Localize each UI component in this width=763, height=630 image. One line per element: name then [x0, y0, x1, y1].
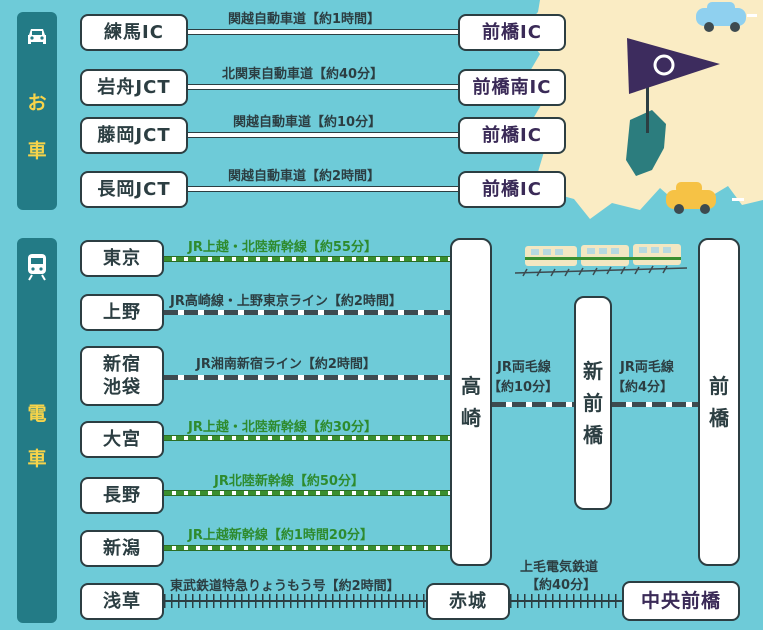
car-road-line	[188, 186, 458, 192]
hub-char: 橋	[583, 423, 603, 447]
hub-char: 崎	[461, 406, 481, 430]
train-origin-omiya: 大宮	[80, 421, 164, 458]
ryomo-line-label-2: JR両毛線	[620, 360, 674, 375]
conventional-line	[164, 375, 450, 380]
car-road-label: 関越自動車道【約1時間】	[228, 12, 381, 27]
origin-shinjuku: 新宿	[103, 353, 141, 375]
car-road-line	[188, 84, 458, 90]
car-road-line	[188, 29, 458, 35]
train-line-label: JR上越新幹線【約1時間20分】	[188, 528, 373, 543]
station-chuo-maebashi: 中央前橋	[622, 581, 740, 621]
train-origin-asakusa: 浅草	[80, 583, 164, 620]
car-section-label: お 車	[17, 12, 57, 210]
car-road-label: 関越自動車道【約2時間】	[228, 169, 381, 184]
shinkansen-line	[164, 256, 450, 262]
car-dest-maebashi-ic: 前橋IC	[458, 14, 566, 51]
train-origin-niigata: 新潟	[80, 530, 164, 567]
shinkansen-line	[164, 435, 450, 441]
maebashi-region-shape	[626, 110, 666, 176]
train-origin-tokyo: 東京	[80, 240, 164, 277]
train-icon	[28, 254, 46, 281]
train-label-char-1: 電	[27, 403, 47, 425]
hub-char: 新	[583, 359, 603, 383]
train-line-label: JR高崎線・上野東京ライン【約2時間】	[170, 294, 402, 309]
train-label-char-2: 車	[27, 448, 47, 470]
prefecture-map-shape	[522, 0, 763, 219]
train-origin-ueno: 上野	[80, 294, 164, 331]
car-origin-fujioka-jct: 藤岡JCT	[80, 117, 188, 154]
shinkansen-line	[164, 545, 450, 551]
origin-ikebukuro: 池袋	[103, 377, 141, 398]
hub-maebashi: 前 橋	[698, 238, 740, 566]
hub-shinmaebashi: 新 前 橋	[574, 296, 612, 510]
gunma-map-illustration	[522, 0, 763, 219]
train-origin-nagano: 長野	[80, 477, 164, 514]
train-line-label: JR上越・北陸新幹線【約55分】	[188, 240, 377, 255]
train-origin-shinjuku-ikebukuro: 新宿 池袋	[80, 346, 164, 406]
car-label-char-1: お	[27, 92, 47, 114]
ryomo-line-segment	[492, 402, 574, 407]
car-road-label: 関越自動車道【約10分】	[233, 115, 382, 130]
ryomo-time-label-1: 【約10分】	[488, 380, 559, 395]
conventional-line	[164, 310, 450, 315]
car-road-label: 北関東自動車道【約40分】	[222, 67, 384, 82]
hub-char: 前	[583, 391, 603, 415]
ryomo-line-segment	[612, 402, 698, 407]
jomo-line	[510, 594, 622, 608]
ryomo-time-label-2: 【約4分】	[612, 380, 674, 395]
jomo-time-label: 【約40分】	[526, 578, 597, 593]
car-dest-maebashi-minami-ic: 前橋南IC	[458, 69, 566, 106]
train-line-label: JR湘南新宿ライン【約2時間】	[196, 357, 376, 372]
station-akagi: 赤城	[426, 583, 510, 620]
hub-takasaki: 高 崎	[450, 238, 492, 566]
hub-char: 橋	[709, 406, 729, 430]
train-illustration	[515, 244, 688, 277]
tobu-line-label: 東武鉄道特急りょうもう号【約2時間】	[170, 579, 400, 594]
car-illustration-blue	[696, 2, 757, 32]
train-line-label: JR北陸新幹線【約50分】	[214, 474, 364, 489]
shinkansen-line	[164, 490, 450, 496]
car-origin-iwafune-jct: 岩舟JCT	[80, 69, 188, 106]
flag-emblem	[653, 54, 675, 76]
hub-char: 前	[709, 374, 729, 398]
flag-pole	[646, 48, 649, 133]
car-origin-nerima-ic: 練馬IC	[80, 14, 188, 51]
car-origin-nagaoka-jct: 長岡JCT	[80, 171, 188, 208]
car-road-line	[188, 132, 458, 138]
tobu-line	[164, 594, 426, 608]
car-icon	[28, 29, 46, 44]
ryomo-line-label-1: JR両毛線	[497, 360, 551, 375]
car-dest-maebashi-ic: 前橋IC	[458, 117, 566, 154]
car-label-char-2: 車	[27, 140, 47, 162]
train-section-label: 電 車	[17, 238, 57, 623]
train-line-label: JR上越・北陸新幹線【約30分】	[188, 420, 377, 435]
jomo-line-label: 上毛電気鉄道	[520, 560, 599, 575]
car-illustration-yellow	[666, 182, 744, 214]
car-dest-maebashi-ic: 前橋IC	[458, 171, 566, 208]
hub-char: 高	[461, 374, 481, 398]
